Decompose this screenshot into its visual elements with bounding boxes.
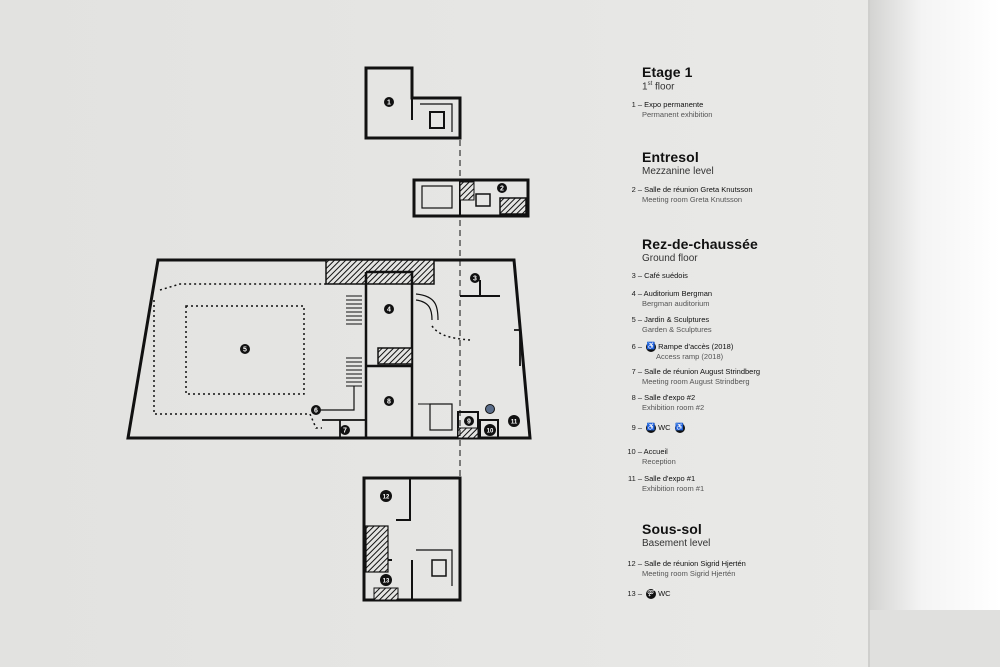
room-marker-label-5: 5 [243,347,247,354]
room-marker-label-2: 2 [500,186,504,193]
legend-entry-9: 9 – ♿WC ♿ [631,423,685,434]
legend-entry-11: 11 – Salle d'expo #1 Exhibition room #1 [627,474,705,493]
section-title-etage1: Etage 1 [642,64,693,80]
room-marker-9 [464,416,474,426]
room-marker-label-1: 1 [387,100,391,107]
legend-entry-6: 6 – ♿Rampe d'accès (2018) Access ramp (2… [631,342,734,361]
accessible-wc-icon: ♿ [674,423,685,434]
legend-entry-4: 4 – Auditorium Bergman Bergman auditoriu… [631,289,713,308]
room-marker-label-11: 11 [511,420,518,426]
section-title-soussol: Sous-sol [642,521,702,537]
plan-ground [126,258,532,440]
room-marker-12 [380,490,392,502]
room-marker-10 [484,424,496,436]
room-marker-label-3: 3 [473,276,477,283]
room-marker-5 [240,344,250,354]
section-title-entresol: Entresol [642,149,699,165]
elevator-icon [485,404,495,414]
room-marker-3 [470,273,480,283]
toilets-icon: ⚤ [646,589,657,600]
room-marker-label-10: 10 [487,429,494,435]
section-subtitle-soussol: Basement level [642,538,711,549]
room-marker-13 [380,574,392,586]
plan-etage1 [364,66,462,140]
section-title-rdc: Rez-de-chaussée [642,236,758,252]
legend-entry-5: 5 – Jardin & Sculptures Garden & Sculptu… [631,315,712,334]
wall-edge [868,0,871,667]
legend-entry-2: 2 – Salle de réunion Greta Knutsson Meet… [631,185,753,204]
room-marker-1 [384,97,394,107]
wheelchair-icon: ♿ [646,342,657,353]
room-marker-7 [340,425,350,435]
legend-entry-1: 1 – Expo permanente Permanent exhibition [631,100,713,119]
section-subtitle-rdc: Ground floor [642,253,698,264]
room-marker-label-6: 6 [314,408,318,415]
legend-entry-8: 8 – Salle d'expo #2 Exhibition room #2 [631,393,705,412]
section-subtitle-etage1: 1st floor [642,81,675,93]
wheelchair-icon: ♿ [646,423,657,434]
legend-entry-10: 10 – Accueil Reception [627,447,676,466]
room-marker-11 [508,415,520,427]
room-marker-label-4: 4 [387,307,391,314]
legend-entry-3: 3 – Café suédois [631,271,688,280]
section-subtitle-entresol: Mezzanine level [642,166,714,177]
garden-path [153,283,471,429]
room-marker-2 [497,183,507,193]
room-marker-label-9: 9 [467,419,471,426]
room-marker-label-13: 13 [383,579,390,585]
room-marker-label-12: 12 [383,495,390,501]
room-marker-label-8: 8 [387,399,391,406]
legend-entry-7: 7 – Salle de réunion August Strindberg M… [631,367,761,386]
background-room [870,0,1000,667]
legend-entry-13: 13 – ⚤WC [627,589,671,600]
plan-entresol [412,178,530,218]
room-marker-label-7: 7 [343,428,347,435]
background-floor [870,610,1000,667]
room-marker-4 [384,304,394,314]
legend-entry-12: 12 – Salle de réunion Sigrid Hjertén Mee… [627,559,746,578]
room-marker-6 [311,405,321,415]
plan-basement [362,476,462,602]
room-marker-8 [384,396,394,406]
